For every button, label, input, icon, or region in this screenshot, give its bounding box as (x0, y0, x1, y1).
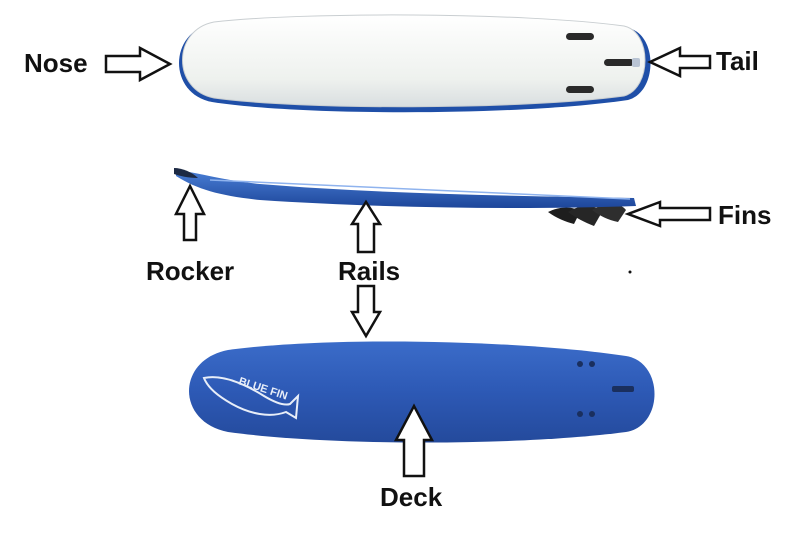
label-nose: Nose (24, 48, 88, 78)
board-bottom-view (179, 14, 651, 113)
board-deck-view: BLUE FIN (189, 341, 655, 443)
fish-logo-icon (202, 376, 300, 420)
nose-rocker-tip (174, 168, 198, 178)
deck-plug (577, 361, 583, 367)
board-side-view (174, 168, 636, 226)
fin-box-center (604, 59, 634, 66)
leash-plug (632, 58, 640, 67)
label-rocker: Rocker (146, 256, 235, 286)
nose-arrow-icon (104, 45, 173, 83)
tail-arrow-icon (647, 46, 712, 78)
label-deck: Deck (380, 482, 443, 512)
deck-arrow-icon (393, 403, 435, 478)
board-side-rail (176, 170, 636, 208)
board-deck-surface (189, 341, 655, 443)
rails-up-arrow-icon (349, 199, 383, 254)
rocker-arrow-icon (173, 183, 207, 242)
rails-down-arrow-icon (349, 284, 383, 339)
label-tail: Tail (716, 46, 759, 76)
label-rails: Rails (338, 256, 401, 286)
board-bottom-surface (182, 14, 646, 108)
fins-arrow-icon (624, 200, 712, 228)
deck-tail-logo (612, 386, 634, 392)
label-fins: Fins (718, 200, 772, 230)
deck-plug (577, 411, 583, 417)
fin-front (592, 204, 626, 222)
deck-plug (589, 411, 595, 417)
fin-box-left-top (566, 33, 594, 40)
speck (628, 270, 632, 274)
rail-highlight (209, 179, 631, 200)
fin-box-left-bottom (566, 86, 594, 93)
deck-plug (589, 361, 595, 367)
